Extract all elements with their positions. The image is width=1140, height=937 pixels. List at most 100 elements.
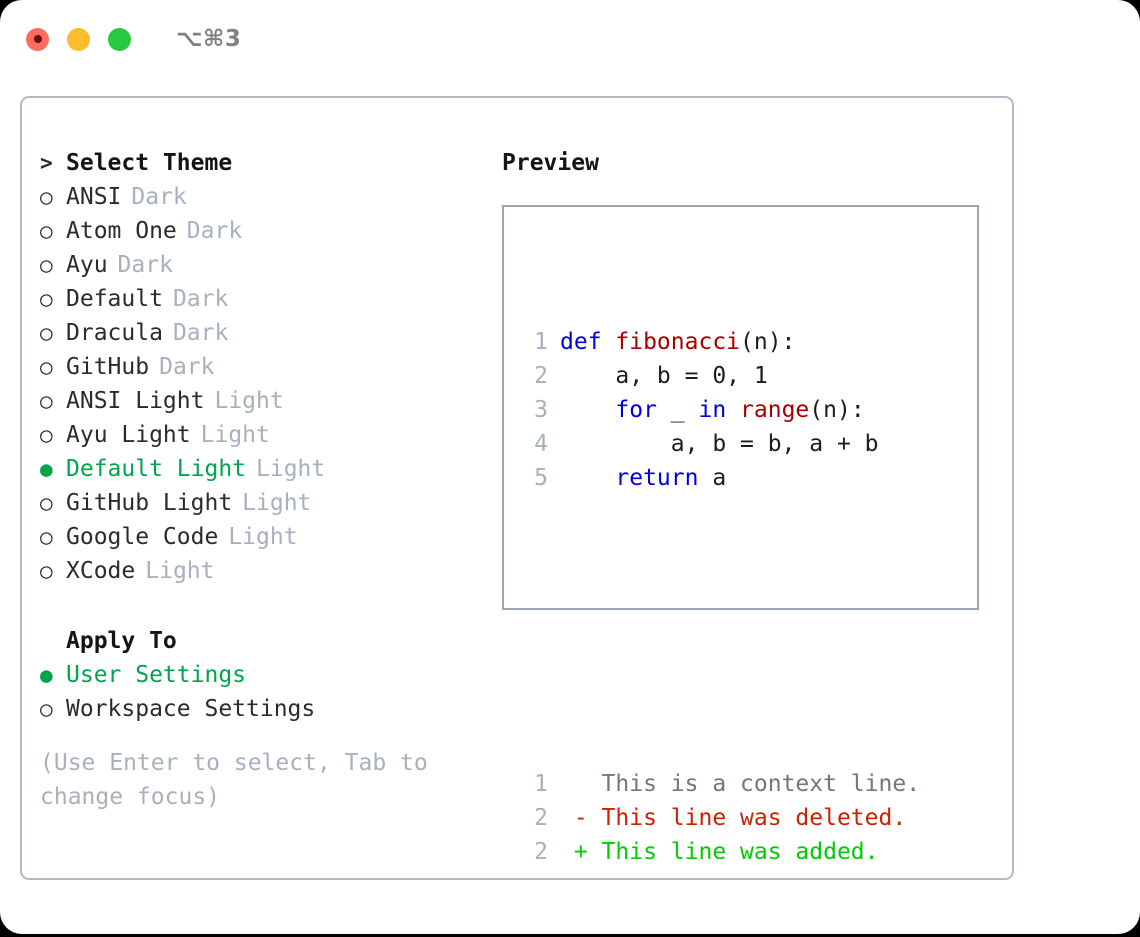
preview-title: Preview: [502, 150, 599, 176]
theme-list-item[interactable]: ○ XCode Light: [40, 554, 470, 588]
theme-list-item[interactable]: ○ Google Code Light: [40, 520, 470, 554]
maximize-window-button[interactable]: [108, 27, 131, 51]
theme-list-item-label: Ayu Light: [66, 422, 191, 448]
theme-list-item-tag: Light: [242, 490, 312, 516]
apply-to-item[interactable]: ○Workspace Settings: [40, 692, 470, 726]
diff-sign: -: [560, 805, 588, 831]
theme-list-item-label: ANSI: [66, 184, 122, 210]
theme-list-item[interactable]: ○ GitHub Dark: [40, 350, 470, 384]
radio-unselected-icon: ○: [40, 423, 53, 447]
titlebar: ⌥⌘3: [0, 0, 1140, 78]
code-blank-line-2: [522, 665, 920, 699]
diff-line: 2 - This line was deleted.: [522, 801, 920, 835]
theme-list-item-label: Atom One: [66, 218, 177, 244]
theme-list-item-label: Default Light: [66, 456, 247, 482]
minimize-window-button[interactable]: [67, 27, 90, 51]
theme-list-item-tag: Dark: [159, 354, 215, 380]
theme-list-item-tag: Dark: [117, 252, 173, 278]
theme-list-item-tag: Light: [200, 422, 270, 448]
radio-unselected-icon: ○: [40, 355, 53, 379]
theme-list-item[interactable]: ○ Ayu Light Light: [40, 418, 470, 452]
theme-list-item-label: XCode: [66, 558, 136, 584]
code-line: 1 def fibonacci(n):: [522, 325, 920, 359]
theme-list-item[interactable]: ○ GitHub Light Light: [40, 486, 470, 520]
theme-list-item[interactable]: ○ ANSI Dark: [40, 180, 470, 214]
theme-list-item-tag: Light: [145, 558, 215, 584]
theme-picker-heading: > Select Theme: [40, 146, 470, 180]
theme-list-item-label: Default: [66, 286, 163, 312]
code-token: a: [698, 465, 727, 491]
theme-list-item-tag: Light: [256, 456, 326, 482]
theme-list-item-label: Ayu: [66, 252, 108, 278]
theme-list-item[interactable]: ● Default Light Light: [40, 452, 470, 486]
diff-line-number: 1: [534, 771, 548, 797]
radio-unselected-icon: ○: [40, 525, 53, 549]
code-token: fibonacci: [615, 329, 741, 355]
code-token: def: [560, 329, 616, 355]
traffic-lights: [26, 27, 131, 51]
apply-to-item[interactable]: ●User Settings: [40, 658, 470, 692]
keyboard-hint: (Use Enter to select, Tab to change focu…: [40, 750, 428, 810]
code-token: (n):: [809, 397, 865, 423]
radio-unselected-icon: ○: [40, 559, 53, 583]
code-token: a, b = b, a + b: [560, 431, 879, 457]
code-line: 5 return a: [522, 461, 920, 495]
diff-line: 1 This is a context line.: [522, 767, 920, 801]
apply-to-list: ●User Settings○Workspace Settings: [40, 658, 470, 726]
diff-line-number: 2: [534, 839, 548, 865]
radio-unselected-icon: ○: [40, 253, 53, 277]
code-line-number: 2: [534, 363, 548, 389]
radio-unselected-icon: ○: [40, 491, 53, 515]
theme-list-item-tag: Light: [228, 524, 298, 550]
diff-line-text: This is a context line.: [587, 771, 921, 797]
radio-unselected-icon: ○: [40, 389, 53, 413]
close-window-button[interactable]: [26, 27, 49, 51]
code-token: for: [615, 397, 657, 423]
radio-selected-icon: ●: [40, 663, 53, 687]
code-token: [560, 393, 615, 427]
radio-selected-icon: ●: [40, 457, 53, 481]
theme-list-item[interactable]: ○ Ayu Dark: [40, 248, 470, 282]
apply-to-heading: · Apply To: [40, 624, 470, 658]
apply-to-item-label: Workspace Settings: [66, 696, 316, 722]
code-blank-line: [522, 563, 920, 597]
code-token: [560, 461, 615, 495]
code-token: a, b = 0, 1: [560, 363, 768, 389]
radio-unselected-icon: ○: [40, 219, 53, 243]
radio-unselected-icon: ○: [40, 185, 53, 209]
theme-list-item-tag: Light: [214, 388, 284, 414]
code-line-number: 1: [534, 329, 548, 355]
code-token: return: [615, 465, 699, 491]
code-token: (n):: [740, 329, 796, 355]
diff-line-number: 2: [534, 805, 548, 831]
code-token: in: [698, 397, 741, 423]
theme-list-item-label: GitHub: [66, 354, 150, 380]
prompt-marker-icon: >: [40, 151, 53, 175]
apply-to-heading-label: Apply To: [66, 628, 177, 654]
code-line: 4 a, b = b, a + b: [522, 427, 920, 461]
code-line-number: 4: [534, 431, 548, 457]
theme-list-item-label: GitHub Light: [66, 490, 233, 516]
theme-list-item-label: Google Code: [66, 524, 219, 550]
theme-list-item-tag: Dark: [131, 184, 187, 210]
radio-unselected-icon: ○: [40, 287, 53, 311]
theme-list-item-tag: Dark: [172, 320, 229, 346]
radio-unselected-icon: ○: [40, 321, 53, 345]
diff-line-text: This line was deleted.: [587, 805, 907, 831]
code-line: 2 a, b = 0, 1: [522, 359, 920, 393]
diff-line-text: This line was added.: [587, 839, 879, 865]
diff-block: 1 This is a context line.2 - This line w…: [522, 767, 920, 869]
window-title: ⌥⌘3: [176, 26, 242, 52]
section-spacer: [40, 588, 470, 624]
